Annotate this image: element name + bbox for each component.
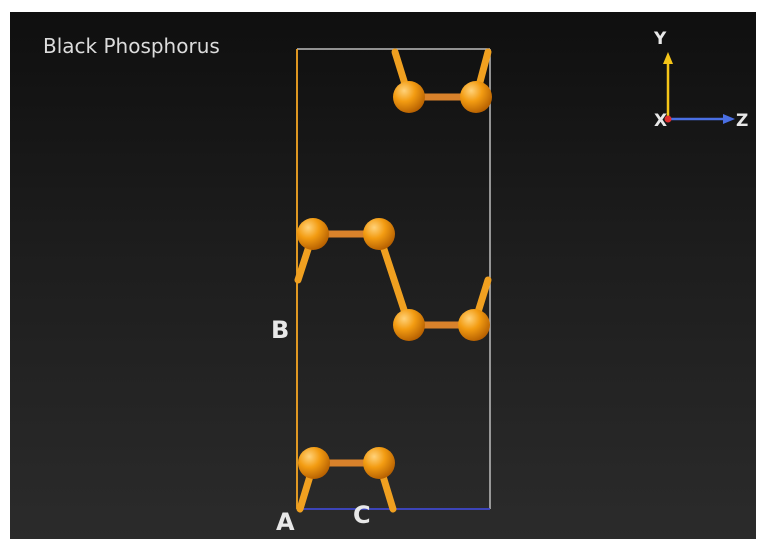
cell-axis-label-c: C [353, 501, 371, 529]
bonds [294, 48, 492, 513]
phosphorus-atom[interactable] [458, 309, 490, 341]
axis-label-x: X [654, 111, 667, 131]
axis-y-arrow-icon [663, 52, 673, 64]
phosphorus-atom[interactable] [393, 309, 425, 341]
axis-label-y: Y [653, 29, 667, 49]
phosphorus-atom[interactable] [363, 447, 395, 479]
cell-axis-label-b: B [271, 316, 289, 344]
axis-label-z: Z [736, 111, 748, 131]
phosphorus-atom[interactable] [460, 81, 492, 113]
crystal-scene[interactable]: B A C Y X Z [10, 12, 756, 539]
phosphorus-atom[interactable] [298, 447, 330, 479]
axis-x-marker-icon [664, 115, 672, 123]
phosphorus-atom[interactable] [393, 81, 425, 113]
structure-viewer[interactable]: Black Phosphorus [10, 12, 756, 539]
phosphorus-atom[interactable] [297, 218, 329, 250]
phosphorus-atom[interactable] [363, 218, 395, 250]
atoms[interactable] [297, 81, 492, 479]
structure-title: Black Phosphorus [43, 34, 220, 58]
orientation-triad: Y X Z [653, 29, 748, 131]
cell-axis-label-a: A [276, 508, 295, 536]
axis-z-arrow-icon [723, 114, 735, 124]
